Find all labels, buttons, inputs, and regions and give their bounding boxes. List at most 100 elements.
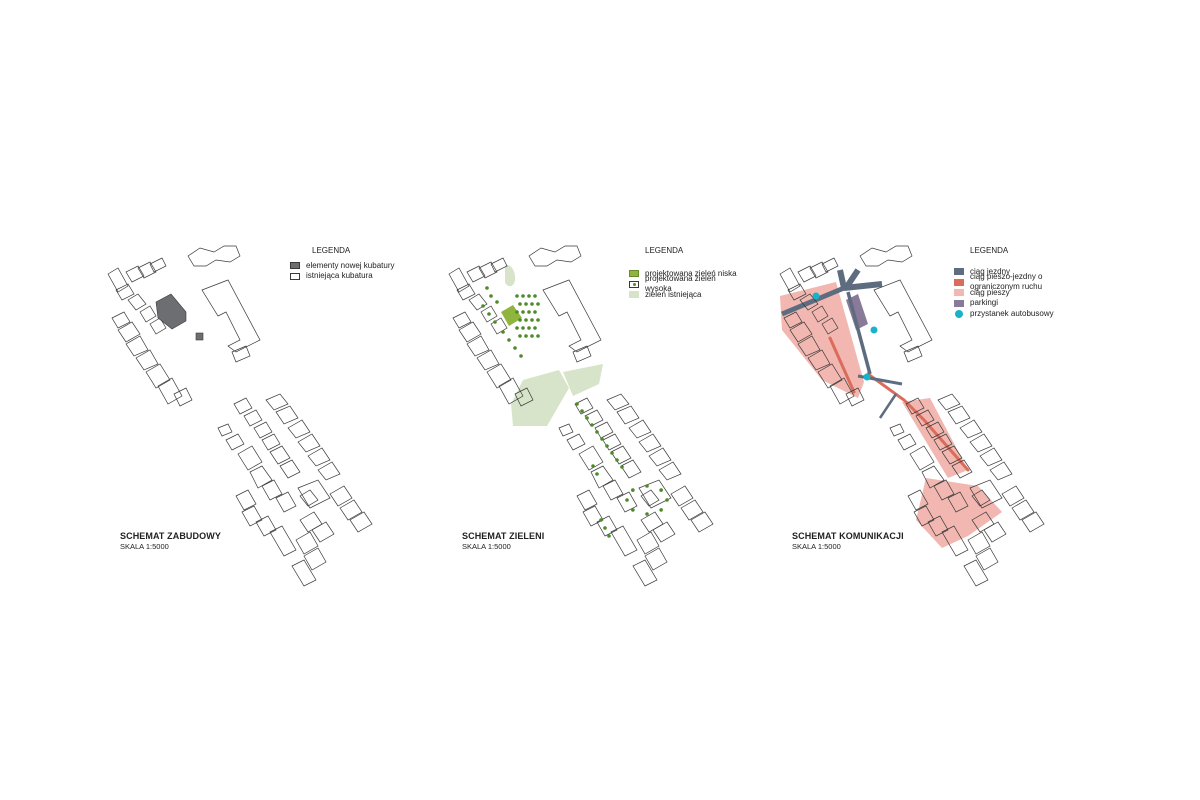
legend-swatch-parking [954, 299, 964, 307]
existing-building [542, 279, 602, 353]
legend-title: LEGENDA [970, 246, 1009, 255]
road-south-branch [878, 393, 898, 419]
tree-icon [518, 318, 522, 322]
existing-building [269, 525, 297, 557]
existing-building [578, 445, 604, 471]
existing-building [797, 265, 817, 283]
new-building-small [195, 332, 204, 341]
legend-item-green-existing: zieleń istniejąca [629, 290, 741, 301]
existing-building [821, 317, 839, 335]
existing-building [201, 279, 261, 353]
panel-scale: SKALA 1:5000 [792, 542, 841, 551]
existing-building [610, 525, 638, 557]
panel-title: SCHEMAT ZABUDOWY [120, 531, 221, 541]
tree-icon [607, 534, 611, 538]
existing-building [921, 465, 945, 489]
legend-item-shared: ciąg pieszo-jezdny o ograniczonym ruchu [954, 272, 1072, 291]
bus-stop-icon [955, 309, 963, 318]
green-existing-park-west [511, 370, 569, 426]
tree-icon [521, 326, 525, 330]
tree-icon [600, 437, 604, 441]
existing-building [779, 267, 801, 293]
existing-building [261, 479, 283, 501]
tree-icon [515, 326, 519, 330]
existing-building [265, 393, 289, 411]
tree-icon [518, 302, 522, 306]
existing-building [941, 525, 969, 557]
existing-building [620, 459, 642, 479]
existing-building [602, 433, 622, 451]
tree-icon [524, 302, 528, 306]
tree-icon [591, 464, 595, 468]
tree-icon [625, 498, 629, 502]
existing-building [476, 349, 500, 371]
existing-buildings [779, 245, 1045, 587]
tree-icon [501, 330, 505, 334]
existing-building [275, 491, 297, 513]
existing-building [789, 321, 813, 343]
tree-icon [481, 304, 485, 308]
legend-komunikacja: LEGENDA ciąg jezdny ciąg pieszo-jezdny o… [954, 246, 1072, 319]
existing-building [249, 465, 273, 489]
existing-building [566, 433, 586, 451]
existing-building [1021, 511, 1045, 533]
panel-title: SCHEMAT ZIELENI [462, 531, 545, 541]
courtyard-building [299, 489, 319, 507]
existing-building [173, 387, 193, 407]
existing-building [576, 489, 598, 511]
tree-dot-icon [633, 283, 636, 287]
legend-title: LEGENDA [312, 246, 351, 255]
legend-item-bus-stop: przystanek autobusowy [954, 309, 1072, 320]
existing-building [636, 531, 660, 555]
existing-building [329, 485, 353, 507]
existing-building [817, 363, 843, 389]
tree-icon [527, 294, 531, 298]
existing-building [648, 447, 672, 467]
map-zabudowa [107, 245, 373, 587]
tree-icon [530, 302, 534, 306]
caption-zabudowa: SCHEMAT ZABUDOWY SKALA 1:5000 [120, 531, 221, 551]
existing-building [478, 261, 498, 279]
tree-icon [530, 334, 534, 338]
existing-building [616, 405, 640, 425]
existing-building [295, 531, 319, 555]
existing-building [584, 409, 604, 427]
existing-building [275, 405, 299, 425]
existing-building [845, 387, 865, 407]
tree-icon [595, 430, 599, 434]
tree-icon [518, 334, 522, 338]
tree-icon [615, 458, 619, 462]
existing-building [610, 445, 632, 465]
existing-building [1011, 499, 1035, 521]
bus-stops [812, 292, 878, 381]
existing-building [135, 349, 159, 371]
existing-building [145, 363, 171, 389]
legend-item-green-low: projektowana zieleń niska [629, 269, 741, 280]
legend-title: LEGENDA [645, 246, 684, 255]
existing-building [937, 393, 961, 411]
tree-icon [513, 346, 517, 350]
existing-building [967, 531, 991, 555]
existing-building [115, 283, 135, 301]
existing-building [783, 311, 803, 329]
existing-building [149, 257, 167, 273]
existing-building [231, 345, 251, 363]
legend-swatch-existing [290, 272, 300, 280]
legend-item-green-high: projektowana zieleń wysoka [629, 274, 741, 293]
tree-icon [533, 326, 537, 330]
caption-komunikacja: SCHEMAT KOMUNIKACJI SKALA 1:5000 [792, 531, 904, 551]
tree-icon [631, 488, 635, 492]
existing-building [558, 423, 574, 437]
existing-building [897, 433, 917, 451]
existing-building [809, 261, 829, 279]
existing-building [811, 305, 829, 323]
shared-path-main [866, 372, 970, 472]
existing-building [644, 547, 668, 571]
pedestrian-areas [780, 282, 1002, 548]
existing-building [456, 283, 476, 301]
panel-zielen: LEGENDA projektowana zieleń niska projek… [341, 0, 741, 800]
existing-building [905, 397, 925, 415]
shared-path-west [828, 336, 856, 394]
tree-icon [536, 302, 540, 306]
existing-building [594, 421, 614, 439]
